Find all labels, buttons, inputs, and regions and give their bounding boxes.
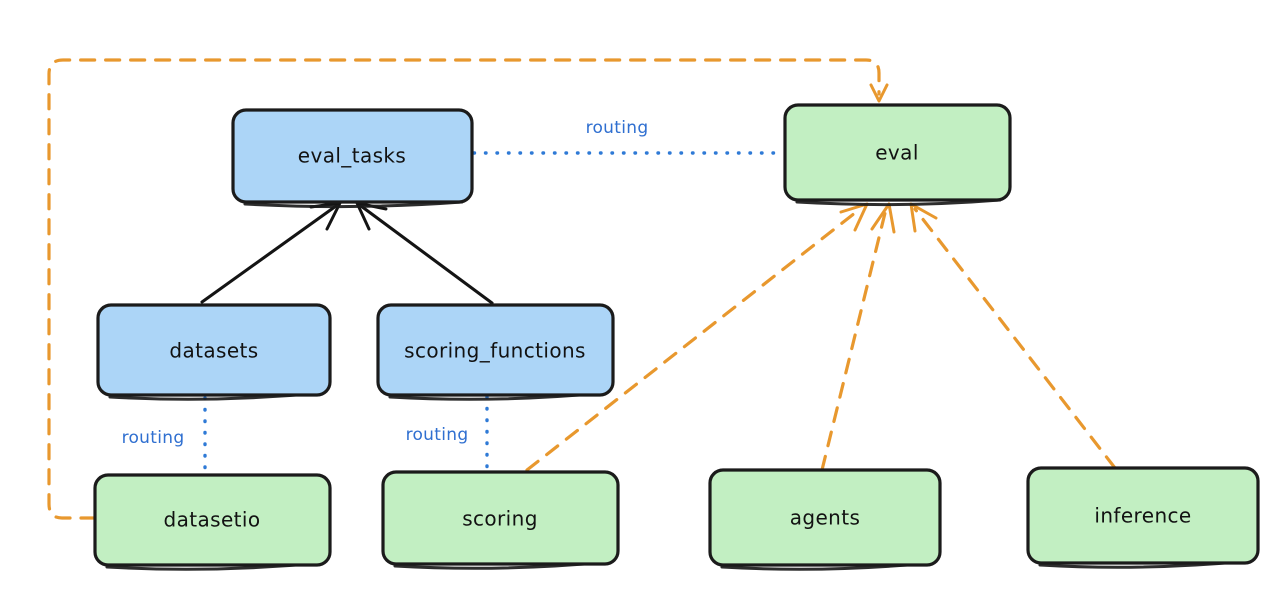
edge-scoring-functions-to-eval-tasks: [355, 201, 494, 305]
edge-inference-to-eval: [909, 202, 1117, 470]
edge-label-routing-datasets: routing: [122, 428, 185, 448]
node-eval[interactable]: eval: [783, 103, 1012, 207]
edge-datasetio-to-eval: [47, 58, 889, 520]
node-datasets[interactable]: datasets: [96, 303, 332, 401]
node-scoring-box[interactable]: [381, 470, 620, 566]
node-scoring-label: scoring: [462, 507, 538, 531]
node-scoring-functions[interactable]: scoring_functions: [376, 303, 615, 401]
node-agents[interactable]: agents: [708, 468, 942, 571]
node-scoring-functions-label: scoring_functions: [404, 339, 586, 363]
node-datasetio-label: datasetio: [163, 508, 260, 532]
node-datasets-label: datasets: [169, 339, 258, 363]
edge-datasets-to-eval-tasks: [200, 201, 342, 304]
node-scoring[interactable]: scoring: [381, 470, 620, 570]
node-inference-label: inference: [1094, 504, 1191, 528]
node-agents-label: agents: [790, 506, 861, 530]
node-eval-label: eval: [875, 141, 919, 165]
node-eval-tasks-box[interactable]: [231, 108, 474, 204]
node-eval-tasks[interactable]: eval_tasks: [231, 108, 474, 209]
edge-label-routing-top: routing: [586, 118, 649, 138]
node-datasetio[interactable]: datasetio: [93, 473, 332, 571]
node-datasets-box[interactable]: [96, 303, 332, 397]
node-datasetio-box[interactable]: [93, 473, 332, 567]
node-eval-tasks-label: eval_tasks: [298, 144, 406, 168]
node-scoring-functions-box[interactable]: [376, 303, 615, 397]
node-eval-box[interactable]: [783, 103, 1012, 202]
edge-label-routing-scoring: routing: [406, 425, 469, 445]
node-agents-box[interactable]: [708, 468, 942, 567]
node-inference[interactable]: inference: [1026, 466, 1260, 569]
node-inference-box[interactable]: [1026, 466, 1260, 565]
edge-agents-to-eval: [820, 202, 896, 472]
